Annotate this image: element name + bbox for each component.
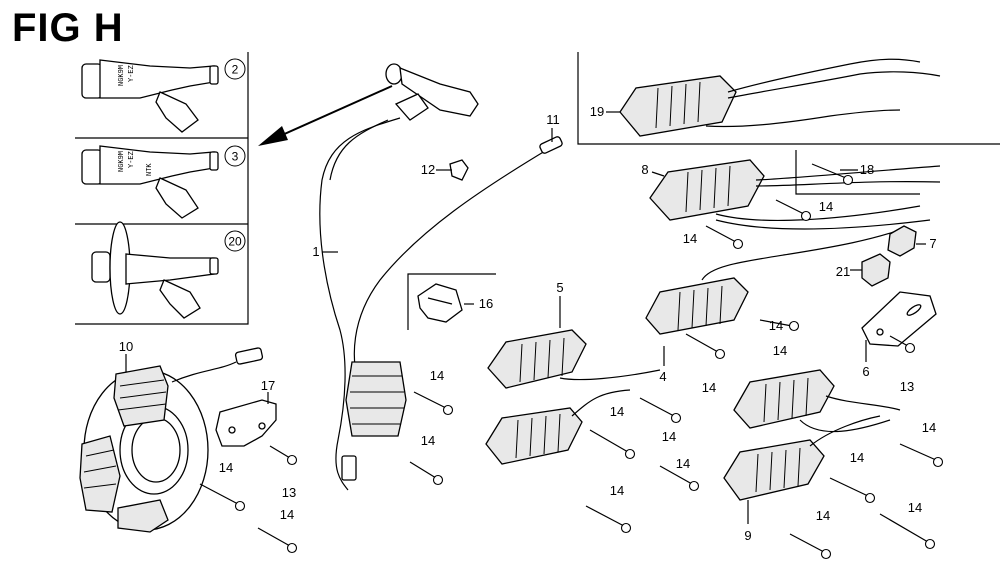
cap-3-stamp: NGK9M (118, 150, 126, 172)
mounting-plate-6 (861, 291, 937, 347)
callout-6: 6 (862, 364, 870, 379)
bolts (199, 163, 944, 560)
callout-14: 14 (609, 483, 625, 498)
callout-14: 14 (815, 508, 831, 523)
callout-4: 4 (659, 369, 667, 384)
callout-13-right: 13 (899, 379, 915, 394)
callout-5: 5 (556, 280, 564, 295)
callout-14: 14 (675, 456, 691, 471)
callout-14: 14 (218, 460, 234, 475)
callout-14: 14 (661, 429, 677, 444)
exciter-coil-lower-middle (485, 389, 631, 465)
callout-9: 9 (744, 528, 752, 543)
spark-plug-cap-20 (91, 221, 219, 319)
leader-lines (125, 111, 926, 524)
exciter-coil-right-middle (733, 369, 901, 433)
callout-14: 14 (682, 231, 698, 246)
callout-14: 14 (772, 343, 788, 358)
clamp-16 (417, 283, 463, 323)
inset-frame (75, 52, 393, 325)
cap-2-stamp: NGK9M (118, 64, 126, 86)
callout-21: 21 (835, 264, 851, 279)
callout-14: 14 (429, 368, 445, 383)
cap-2-stamp-line2: Y-EZ (128, 65, 136, 82)
exciter-coil-5 (487, 329, 661, 389)
cap-3-stamp-line3: NTK (146, 163, 154, 176)
spark-plug-cap-2 (81, 59, 219, 133)
callout-14: 14 (768, 318, 784, 333)
callout-11: 11 (546, 112, 560, 127)
spark-plug-cap-3 (81, 145, 219, 219)
rubber-mount-21 (861, 253, 891, 287)
stator-assembly (79, 347, 264, 533)
callout-8: 8 (641, 162, 649, 177)
callout-17: 17 (260, 378, 276, 393)
callout-10: 10 (118, 339, 134, 354)
callout-16: 16 (478, 296, 494, 311)
inset-frame-16 (407, 273, 496, 330)
callout-14: 14 (849, 450, 865, 465)
callout-14: 14 (420, 433, 436, 448)
callout-14: 14 (921, 420, 937, 435)
figure-title: FIG H (12, 6, 124, 50)
inset-frame-19 (577, 52, 1000, 145)
callout-14: 14 (279, 507, 295, 522)
inset-frame-18 (795, 150, 920, 195)
exciter-coil-4 (645, 229, 901, 335)
callout-13-left: 13 (281, 485, 297, 500)
inset-ref-2: 2 (224, 58, 246, 80)
callout-14: 14 (907, 500, 923, 515)
ignition-cable (319, 63, 563, 491)
exciter-coil-9 (723, 415, 881, 501)
callout-19: 19 (589, 104, 605, 119)
callout-18: 18 (859, 162, 875, 177)
callout-14: 14 (818, 199, 834, 214)
callout-14: 14 (701, 380, 717, 395)
inset-ref-3: 3 (224, 145, 246, 167)
exciter-coil-19 (619, 58, 941, 137)
callout-1: 1 (312, 244, 320, 259)
cap-3-stamp-line2: Y-EZ (128, 151, 136, 168)
callout-7: 7 (929, 236, 937, 251)
callout-12: 12 (420, 162, 436, 177)
clip-12 (449, 159, 469, 181)
inset-ref-20: 20 (224, 230, 246, 252)
bracket-17 (215, 399, 277, 447)
callout-14: 14 (609, 404, 625, 419)
rubber-mount-7 (887, 225, 917, 257)
